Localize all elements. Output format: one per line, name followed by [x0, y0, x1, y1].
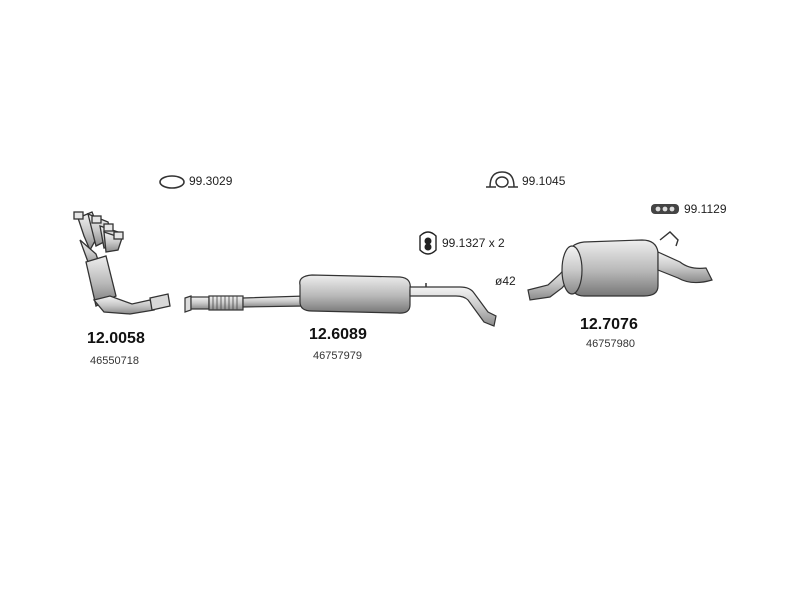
rubber-mount-strip-icon: [651, 204, 679, 214]
part-code-12-7076: 12.7076: [580, 316, 638, 333]
part-code-12-6089: 12.6089: [309, 326, 367, 343]
center-pipe-middle-silencer-icon: [184, 274, 497, 327]
oe-number-46550718: 46550718: [90, 355, 139, 367]
part-code-12-0058: 12.0058: [87, 330, 145, 347]
rubber-hanger-icon: [419, 231, 437, 255]
pipe-diameter-label: ø42: [495, 274, 516, 288]
accessory-label-rubber-hanger: 99.1327 x 2: [442, 236, 505, 250]
accessory-label-rubber-mount-strip: 99.1129: [684, 202, 727, 216]
oe-number-46757979: 46757979: [313, 350, 362, 362]
exhaust-manifold-catalytic-converter-icon: [73, 211, 171, 315]
oe-number-46757980: 46757980: [586, 338, 635, 350]
gasket-ring-icon: [159, 175, 185, 189]
pipe-clamp-icon: [486, 171, 518, 188]
accessory-label-gasket-ring: 99.3029: [189, 174, 233, 188]
rear-silencer-icon: [527, 231, 713, 301]
accessory-label-pipe-clamp: 99.1045: [522, 174, 566, 188]
